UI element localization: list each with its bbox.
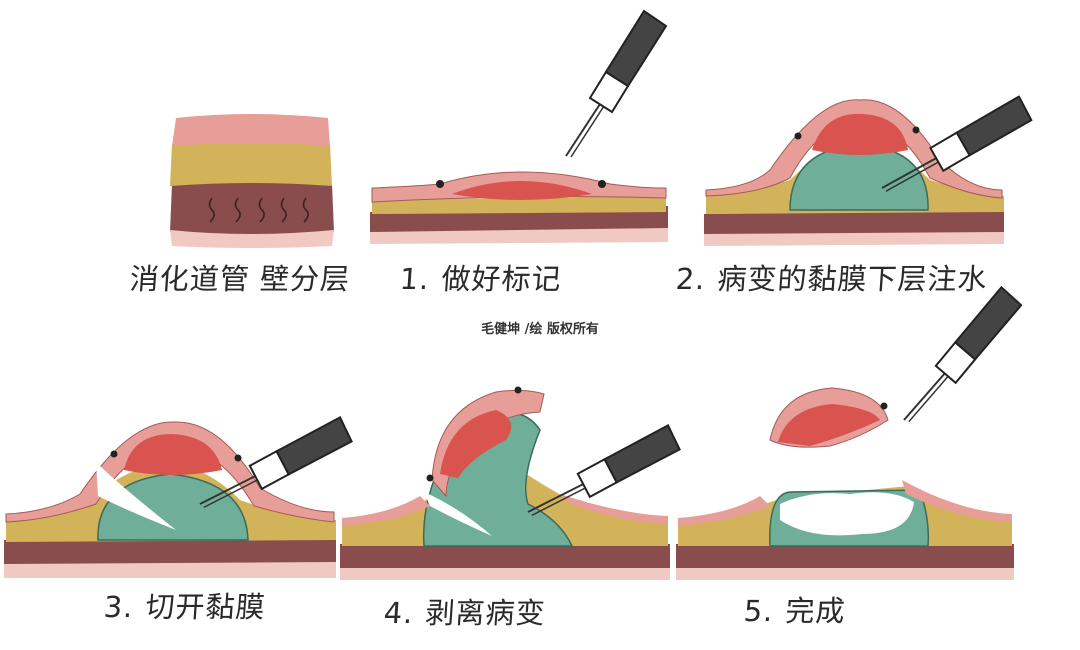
mark-dot <box>436 180 444 188</box>
lesion <box>124 434 222 475</box>
muscle-layer <box>170 181 334 236</box>
panel-step5 <box>676 275 1025 580</box>
incision-cut <box>96 462 176 530</box>
caption-step5: 5.完成 <box>742 594 847 628</box>
mucosa-side <box>902 480 1012 522</box>
lesion <box>452 181 592 200</box>
mark-dot <box>794 132 802 140</box>
lesion <box>778 404 880 446</box>
submucosa-layer <box>170 141 332 186</box>
mark-dot <box>598 180 606 188</box>
mark-dot <box>514 386 522 394</box>
caption-step1: 1.做好标记 <box>398 262 563 296</box>
mucosa-side <box>678 496 770 526</box>
electrosurgical-knife <box>565 10 667 158</box>
caption-step3: 3.切开黏膜 <box>102 590 267 624</box>
base-layer <box>170 230 334 248</box>
muscle-fiber-squiggles <box>208 197 309 223</box>
mark-dot <box>110 450 118 458</box>
resection-wound <box>780 492 914 536</box>
panel-step1 <box>370 10 668 244</box>
panel-step4 <box>340 385 689 580</box>
mucosa-side <box>342 496 430 526</box>
lesion <box>812 113 908 155</box>
electrosurgical-knife <box>902 275 1025 436</box>
caption-wall-layers: 消化道管 壁分层 <box>128 262 352 296</box>
panel-step2 <box>704 58 1040 246</box>
mark-dot <box>234 454 242 462</box>
panel-wall-layers <box>170 114 334 248</box>
mark-dot <box>426 474 434 482</box>
lesion <box>440 410 512 478</box>
mucosa-side <box>560 494 668 524</box>
mucosa-bulge <box>705 99 1003 199</box>
panel-step3 <box>4 377 361 578</box>
mucosa-bulge <box>5 421 335 523</box>
mark-dot <box>880 402 888 410</box>
mark-dot <box>912 126 920 134</box>
caption-step2: 2.病变的黏膜下层注水 <box>674 262 989 296</box>
caption-step4: 4.剥离病变 <box>382 596 547 630</box>
credit-text: 毛健坤 /绘 版权所有 <box>481 322 599 337</box>
mucosa-layer <box>172 114 330 146</box>
dissection-cut <box>424 492 492 536</box>
